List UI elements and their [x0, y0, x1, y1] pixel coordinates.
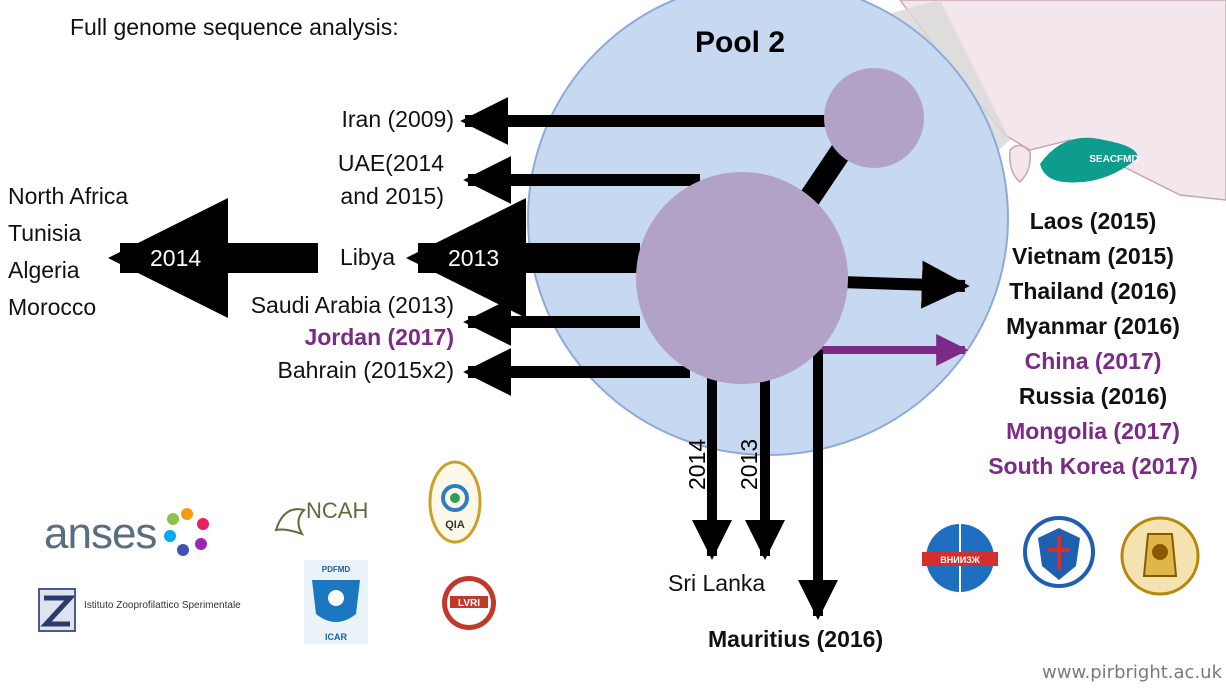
heading: Full genome sequence analysis: — [70, 14, 399, 40]
destination-item: Laos (2015) — [1029, 208, 1157, 234]
arrow-year-libya: 2013 — [448, 245, 499, 271]
qia-emblem-icon: QIA — [428, 460, 482, 544]
shield-logo — [1022, 512, 1096, 603]
label-mauritius: Mauritius (2016) — [708, 626, 884, 652]
arrow-year-north-africa: 2014 — [150, 245, 201, 271]
label-iran: Iran (2009) — [341, 106, 454, 132]
icar-emblem-icon: PDFMD ICAR — [304, 560, 368, 644]
destination-item: China (2017) — [1024, 348, 1162, 374]
qia-logo: QIA — [428, 460, 482, 549]
destination-list: Laos (2015) Vietnam (2015) Thailand (201… — [968, 204, 1218, 484]
izs-emblem-icon — [38, 588, 76, 632]
ncah-emblem-icon — [274, 508, 306, 536]
north-africa-list: North Africa Tunisia Algeria Morocco — [8, 178, 128, 326]
footer-url[interactable]: www.pirbright.ac.uk — [1042, 662, 1222, 683]
label-jordan: Jordan (2017) — [304, 324, 454, 350]
lvri-emblem-icon: LVRI — [442, 576, 496, 630]
svg-text:QIA: QIA — [445, 519, 465, 531]
label-uae-line1: UAE(2014 — [337, 150, 444, 176]
arrow-southeast-asia — [839, 260, 970, 309]
hub-node — [636, 172, 848, 384]
north-africa-item: North Africa — [8, 183, 129, 209]
arrow-year-sri-lanka-b: 2013 — [736, 439, 762, 490]
svg-text:ВНИИЗЖ: ВНИИЗЖ — [940, 555, 980, 565]
izs-logo: Istituto Zooprofilattico Sperimentale — [38, 586, 283, 636]
label-saudi-arabia: Saudi Arabia (2013) — [250, 292, 454, 318]
vniizzh-emblem-icon: ВНИИЗЖ — [922, 524, 998, 592]
destination-item: Vietnam (2015) — [1012, 243, 1174, 269]
label-sri-lanka: Sri Lanka — [668, 570, 766, 596]
svg-text:ICAR: ICAR — [325, 632, 347, 642]
svg-text:SEACFMD: SEACFMD — [1089, 154, 1138, 165]
north-africa-item: Algeria — [8, 257, 80, 283]
vniizzh-logo: ВНИИЗЖ — [918, 518, 1004, 603]
destination-item: Myanmar (2016) — [1006, 313, 1180, 339]
destination-item: Thailand (2016) — [1009, 278, 1177, 304]
ncah-logo: NCAH — [274, 496, 374, 546]
destination-item: Russia (2016) — [1018, 383, 1168, 409]
lvri-logo: LVRI — [440, 572, 498, 639]
destination-item: South Korea (2017) — [988, 453, 1198, 479]
arrow-year-sri-lanka-a: 2014 — [684, 439, 710, 490]
pool-title: Pool 2 — [695, 26, 785, 59]
label-bahrain: Bahrain (2015x2) — [277, 357, 454, 383]
north-africa-item: Morocco — [8, 294, 97, 320]
anses-logo: anses — [44, 506, 213, 559]
blue-shield-icon — [1023, 516, 1095, 588]
label-libya: Libya — [340, 244, 395, 270]
label-uae-line2: and 2015) — [340, 183, 444, 209]
anses-flower-icon — [163, 508, 209, 556]
seacfmd-logo: SEACFMD — [1034, 130, 1144, 193]
destination-item: Mongolia (2017) — [1006, 418, 1180, 444]
svg-text:PDFMD: PDFMD — [322, 565, 351, 574]
svg-text:LVRI: LVRI — [458, 598, 480, 609]
crest-logo — [1118, 514, 1202, 603]
royal-crest-icon — [1120, 516, 1200, 596]
north-africa-item: Tunisia — [8, 220, 82, 246]
seacfmd-emblem-icon: SEACFMD — [1040, 137, 1139, 183]
source-node — [824, 68, 924, 168]
icar-logo: PDFMD ICAR — [304, 560, 368, 649]
